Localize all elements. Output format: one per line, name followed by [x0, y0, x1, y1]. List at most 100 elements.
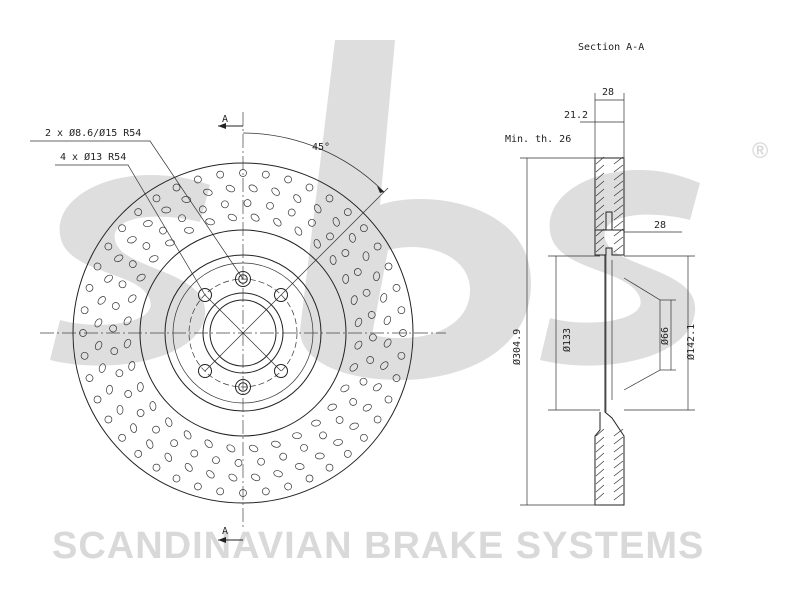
drill-hole [130, 423, 138, 433]
callout-leader-1 [30, 140, 244, 280]
drill-hole [266, 201, 274, 210]
hatch-line [613, 228, 624, 237]
drill-hole [172, 474, 181, 483]
drill-hole [221, 200, 229, 209]
drill-hole [349, 398, 358, 406]
drill-hole [164, 452, 173, 462]
drill-hole [292, 432, 302, 440]
drill-hole [178, 214, 186, 223]
hatch-line [613, 220, 624, 229]
drill-hole [115, 369, 124, 378]
drill-hole [79, 329, 87, 337]
hat-wall-upper [594, 229, 625, 256]
drill-hole [294, 226, 303, 236]
min-thickness-label: Min. th. 26 [505, 134, 571, 145]
drill-hole [287, 208, 296, 217]
drill-hole [118, 280, 127, 289]
drill-hole [373, 242, 382, 251]
drill-hole [279, 452, 288, 461]
angle-arc [242, 132, 385, 193]
drill-hole [373, 383, 382, 392]
drill-hole [80, 351, 89, 360]
drill-hole [305, 183, 314, 192]
drill-hole [325, 463, 334, 472]
drill-hole [349, 363, 359, 372]
drill-hole [340, 384, 350, 393]
arrowhead-icon [218, 123, 226, 129]
dia-hat-label: Ø133 [561, 328, 573, 352]
hatch-line [613, 156, 624, 165]
drill-hole [392, 374, 401, 382]
section-view: Section A-A 28 21.2 Min. th. 26 28 Ø304.… [505, 42, 697, 506]
drill-hole [181, 196, 192, 203]
drill-hole [152, 194, 161, 203]
drill-hole [257, 457, 265, 466]
drill-hole [349, 422, 359, 430]
drill-hole [104, 415, 113, 424]
angle-leg [280, 187, 389, 296]
drill-hole [118, 224, 126, 233]
drill-hole [216, 487, 225, 496]
drill-hole [362, 251, 370, 262]
drill-hole [93, 395, 102, 404]
drill-hole [152, 463, 161, 472]
drill-hole [373, 271, 380, 282]
drill-hole [227, 213, 238, 222]
dia-center-label: Ø66 [659, 327, 671, 345]
hatch-line [613, 492, 624, 501]
drill-hole [124, 390, 133, 398]
drill-hole [170, 439, 178, 448]
drill-hole [243, 199, 252, 207]
drill-hole [343, 208, 352, 216]
drill-hole [80, 306, 89, 315]
drill-hole [333, 438, 343, 446]
drill-hole [366, 356, 375, 364]
section-hatching [595, 156, 624, 501]
hatch-line [595, 212, 605, 221]
drill-hole [114, 254, 124, 263]
drill-hole [194, 175, 202, 184]
drill-hole [384, 262, 393, 271]
hatch-line [613, 196, 624, 205]
drill-hole [380, 361, 389, 370]
drill-hole [225, 184, 236, 193]
drill-hole [134, 208, 143, 216]
hat-and-ring-lower-profile [594, 255, 625, 506]
drill-hole [284, 482, 292, 491]
hatch-line [613, 188, 624, 197]
drill-hole [134, 450, 143, 458]
drill-hole [293, 194, 302, 203]
hub-boss-outline [623, 277, 661, 391]
dim-hat-width: 28 [654, 220, 666, 231]
hatch-line [595, 468, 605, 477]
drill-hole [190, 449, 199, 458]
drill-hole [342, 274, 350, 284]
drill-hole [332, 217, 340, 227]
drill-hole [397, 306, 406, 315]
drill-hole [152, 425, 160, 434]
drill-hole [183, 430, 192, 440]
drill-hole [136, 273, 146, 282]
drill-hole [85, 374, 94, 382]
drill-hole [248, 444, 259, 453]
drill-hole [123, 316, 132, 326]
drill-hole [109, 324, 117, 333]
bolt-holes [198, 271, 288, 395]
drill-hole [300, 443, 308, 452]
bolt-hole [274, 364, 288, 378]
bolt-hole [198, 288, 212, 302]
drill-hole [354, 317, 363, 328]
dia-outer-label: Ø304.9 [511, 329, 523, 365]
drill-hole [128, 260, 137, 268]
hatch-line [595, 164, 605, 173]
drill-hole [159, 226, 167, 235]
hatch-line [613, 236, 624, 245]
drill-hole [392, 284, 401, 292]
drill-hole [184, 463, 193, 472]
hatch-line [613, 436, 624, 445]
drill-hole [261, 170, 270, 179]
drill-hole [271, 187, 280, 196]
drill-hole [165, 417, 173, 427]
drill-hole [261, 487, 270, 496]
